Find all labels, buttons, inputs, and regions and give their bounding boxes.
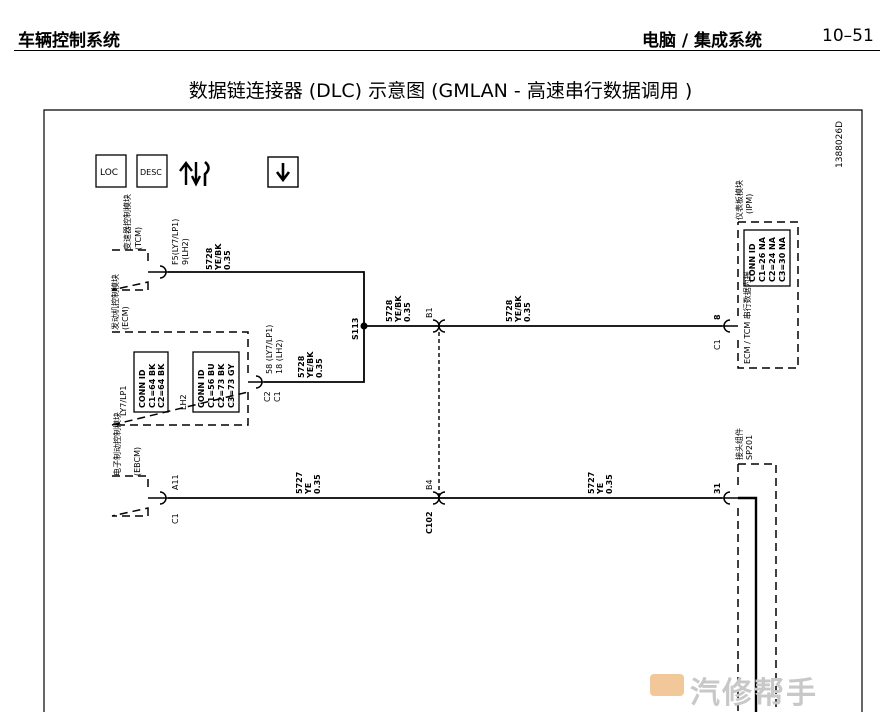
ecm-conn2: C1: [273, 391, 282, 402]
ipm-pin: 8: [713, 314, 722, 320]
ecm-abbr: (ECM): [121, 306, 130, 330]
wire-label-tcm-3: 0.35: [223, 250, 232, 270]
ecm-pin2: 18 (LH2): [275, 339, 284, 374]
sp201-abbr: SP201: [745, 435, 754, 460]
header-rule: [14, 50, 880, 51]
wire-label-trunk-2: YE/BK: [394, 295, 403, 323]
wire-label-ipm-2: YE/BK: [514, 295, 523, 323]
page-header: 车辆控制系统 电脑 / 集成系统 10–51: [0, 0, 881, 52]
connector-c102-b4: B4 C102: [425, 479, 446, 534]
watermark-logo-icon: [650, 674, 684, 696]
diagram-title: 数据链连接器 (DLC) 示意图 (GMLAN - 高速串行数据调用 ): [188, 80, 693, 102]
ipm-table-0: CONN ID: [748, 243, 757, 282]
ecm-variant-b: LH2: [179, 394, 188, 410]
tcm-abbr: (TCM): [134, 227, 143, 250]
label-b1: B1: [425, 307, 434, 318]
down-arrow-icon: [267, 156, 299, 188]
ecm-table-b-1: C1=56 BU: [207, 363, 216, 408]
tcm-module: 变速器控制模块 (TCM) F5(LY7/LP1) 9(LH2): [111, 194, 190, 291]
ipm-table-1: C1=26 NA: [758, 236, 767, 282]
wire-label-tcm-1: 5728: [205, 247, 214, 270]
header-section-title: 车辆控制系统: [18, 31, 120, 51]
svg-text:LOC: LOC: [100, 168, 118, 178]
ipm-conn: C1: [713, 339, 722, 350]
sp201-pin: 31: [713, 482, 722, 494]
diagram-frame: [43, 109, 863, 712]
ecm-name: 发动机控制模块: [110, 274, 120, 330]
ipm-name: 仪表板模块: [734, 180, 744, 220]
svg-text:DESC: DESC: [140, 168, 162, 177]
header-chapter-title: 电脑 / 集成系统: [642, 31, 763, 51]
wire-label-tcm-2: YE/BK: [214, 243, 223, 271]
wire-label-ipm-3: 0.35: [523, 302, 532, 322]
ebcm-pin: A11: [171, 474, 180, 490]
ebcm-name: 电子制动控制模块: [112, 412, 122, 476]
ipm-bus-label: ECM / TCM 串行数据为摇: [742, 271, 752, 364]
wrench-icon: [179, 161, 210, 187]
splice-pack-sp201: 接头组件 SP201 31: [713, 428, 777, 712]
wire-label-ebcm-1: 5727: [295, 472, 304, 494]
watermark: 汽修帮手: [690, 676, 818, 711]
tcm-pin2: 9(LH2): [181, 238, 190, 265]
ipm-table-3: C3=30 NA: [778, 236, 787, 282]
wire-label-ecm-1: 5728: [297, 355, 306, 378]
sp201-name: 接头组件: [734, 428, 744, 460]
connector-c102-b1: B1: [425, 307, 446, 334]
wire-label-ebcm-3: 0.35: [313, 474, 322, 494]
wire-label-sp-2: YE: [596, 483, 605, 495]
ecm-module: 发动机控制模块 (ECM) LY7/LP1 CONN ID C1=64 BK C…: [110, 274, 284, 426]
ecm-table-a-0: CONN ID: [138, 369, 147, 408]
header-page-number: 10–51: [822, 26, 874, 46]
wire-label-ebcm-2: YE: [304, 483, 313, 495]
wire-label-sp-1: 5727: [587, 472, 596, 494]
ecm-pin: 58 (LY7/LP1): [265, 325, 274, 374]
loc-icon: LOC: [95, 154, 127, 188]
ecm-conn: C2: [263, 391, 272, 402]
diagram-id: 1388026D: [835, 121, 845, 168]
ecm-table-b-3: C3=73 GY: [227, 364, 236, 408]
wire-label-trunk-3: 0.35: [403, 302, 412, 322]
label-s113: S113: [351, 318, 360, 340]
ebcm-abbr: (EBCM): [133, 447, 142, 476]
ebcm-module: 电子制动控制模块 (EBCM) A11 C1: [111, 412, 180, 524]
label-b4: B4: [425, 479, 434, 490]
ipm-module: 仪表板模块 (IPM) CONN ID C1=26 NA C2=24 NA C3…: [713, 180, 799, 369]
wire-label-ecm-2: YE/BK: [306, 351, 315, 379]
wire-label-sp-3: 0.35: [605, 474, 614, 494]
ecm-table-a-2: C2=64 BK: [157, 363, 166, 408]
label-c102: C102: [425, 511, 434, 534]
wire-label-ecm-3: 0.35: [315, 358, 324, 378]
wire-label-ipm-1: 5728: [505, 299, 514, 322]
wire-label-trunk-1: 5728: [385, 299, 394, 322]
ipm-abbr: (IPM): [745, 194, 754, 214]
desc-icon: DESC: [136, 154, 168, 188]
ebcm-conn: C1: [171, 513, 180, 524]
ipm-table-2: C2=24 NA: [768, 236, 777, 282]
ecm-table-b-0: CONN ID: [197, 369, 206, 408]
ecm-table-a-1: C1=64 BK: [148, 363, 157, 408]
tcm-name: 变速器控制模块: [122, 194, 132, 250]
ecm-table-b-2: C2=73 BK: [217, 363, 226, 408]
tcm-pin: F5(LY7/LP1): [171, 219, 180, 265]
ecm-variant-a: LY7/LP1: [119, 386, 128, 416]
